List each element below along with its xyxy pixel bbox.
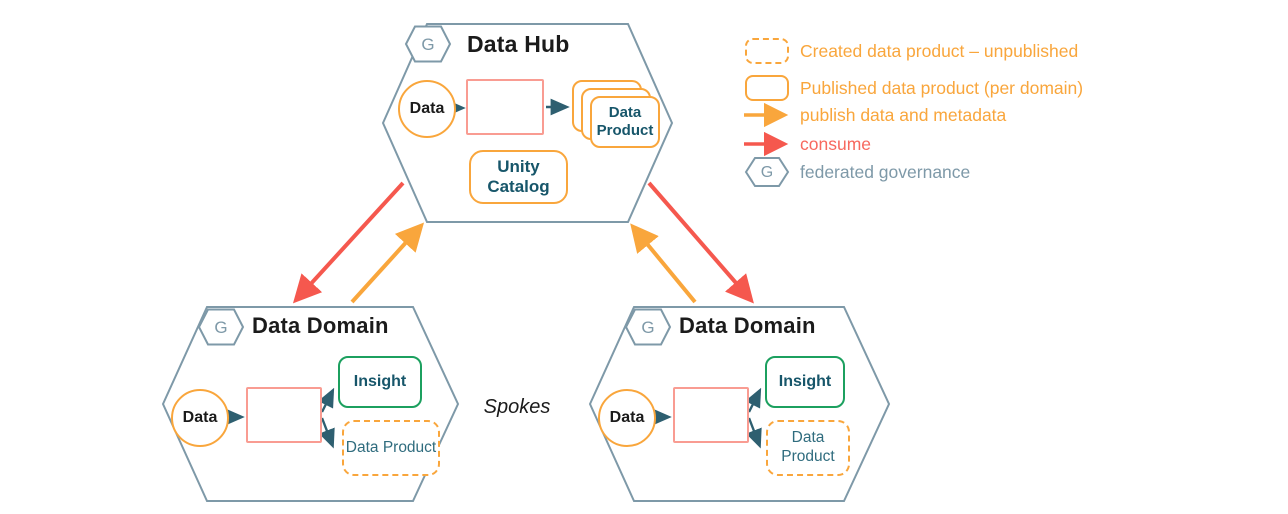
right-domain-title: Data Domain <box>679 313 816 338</box>
legend-item-consume: consume <box>800 134 872 154</box>
legend-published-swatch <box>745 75 789 101</box>
left-domain-title: Data Domain <box>252 313 389 338</box>
hub-data-circle: Data <box>398 80 456 138</box>
left-domain-data-circle: Data <box>171 389 229 447</box>
publish-arrow-right <box>630 223 697 304</box>
right-domain-databricks-box <box>673 387 749 443</box>
hub-databricks-box <box>466 79 544 135</box>
right-domain-data-circle: Data <box>598 389 656 447</box>
right-databricks-to-product-arrow <box>745 417 762 449</box>
hub-governance-badge-label: G <box>421 35 435 54</box>
consume-arrow-right <box>647 181 754 304</box>
right-domain-governance-badge-label: G <box>641 318 655 337</box>
hub-governance-badge-hexagon <box>404 25 452 63</box>
right-domain-governance-badge-hexagon <box>624 308 672 346</box>
left-domain-governance-badge-label: G <box>214 318 228 337</box>
legend-governance-hexagon <box>744 157 790 187</box>
legend-governance-badge-label: G <box>760 164 774 181</box>
hub-data-product-card: Data Product <box>590 96 660 148</box>
left-domain-insight-box: Insight <box>338 356 422 408</box>
left-databricks-to-insight-arrow <box>318 387 335 413</box>
left-domain-governance-badge-hexagon <box>197 308 245 346</box>
consume-arrow-left <box>292 181 405 304</box>
unity-catalog-box: Unity Catalog <box>469 150 568 204</box>
left-domain-databricks-box <box>246 387 322 443</box>
legend-item-publish: publish data and metadata <box>800 105 1007 125</box>
publish-arrow-left <box>350 222 425 304</box>
spokes-label: Spokes <box>483 396 551 418</box>
right-databricks-to-insight-arrow <box>745 387 762 413</box>
legend-item-published: Published data product (per domain) <box>800 78 1084 98</box>
legend-item-unpublished: Created data product – unpublished <box>800 41 1079 61</box>
right-domain-data-product-box: Data Product <box>766 420 850 476</box>
left-domain-data-product-box: Data Product <box>342 420 440 476</box>
legend-item-governance: federated governance <box>800 162 971 182</box>
hub-title: Data Hub <box>467 31 570 57</box>
legend-unpublished-swatch <box>745 38 789 64</box>
right-domain-insight-box: Insight <box>765 356 845 408</box>
left-databricks-to-product-arrow <box>318 417 335 449</box>
